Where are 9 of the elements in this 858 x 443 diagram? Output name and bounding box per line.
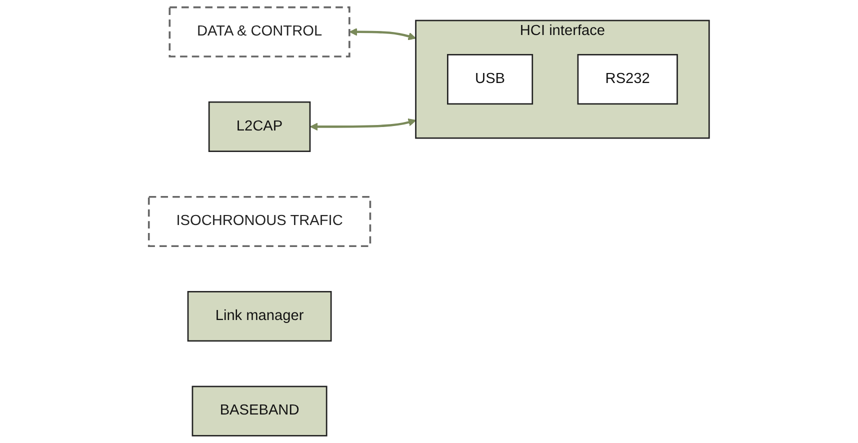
node-box: DATA & CONTROL	[168, 6, 350, 58]
node-box: USB	[447, 54, 534, 105]
node-box: RS232	[577, 54, 678, 105]
node-box: BASEBAND	[192, 386, 328, 436]
node-box: ISOCHRONOUS TRAFIC	[148, 196, 372, 248]
node-box: L2CAP	[208, 101, 311, 152]
arrow	[349, 28, 416, 40]
arrow	[310, 118, 416, 131]
node-box: Link manager	[187, 291, 332, 342]
